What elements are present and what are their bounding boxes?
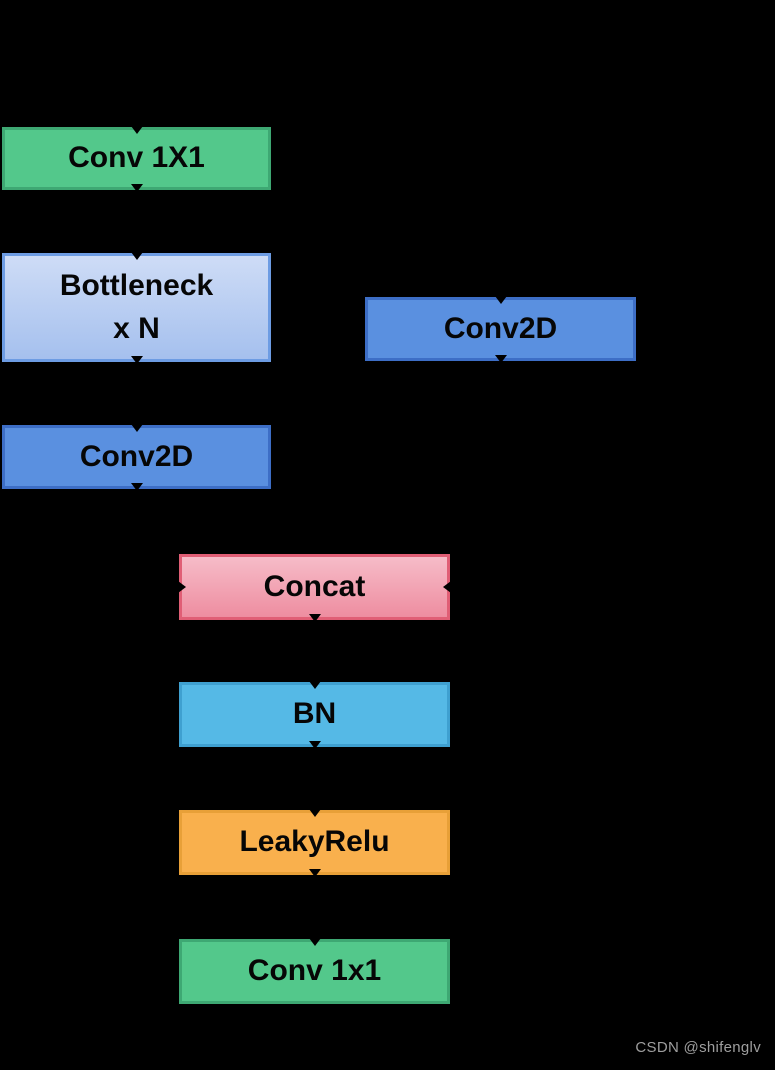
arrow-tip-icon bbox=[130, 126, 143, 134]
arrow-tip-icon bbox=[130, 252, 143, 260]
node-conv-1x1-top: Conv 1X1 bbox=[2, 126, 271, 192]
node-bn: BN bbox=[179, 681, 450, 749]
arrow-tip-icon bbox=[494, 355, 507, 363]
node-label: Conv2D bbox=[443, 311, 558, 345]
node-label: LeakyRelu bbox=[239, 825, 390, 859]
node-conv2d-right: Conv2D bbox=[365, 296, 636, 363]
arrow-tip-icon bbox=[308, 741, 321, 749]
node-leakyrelu: LeakyRelu bbox=[179, 809, 450, 877]
node-concat: Concat bbox=[178, 554, 451, 622]
arrow-tip-icon bbox=[494, 296, 507, 304]
node-conv-1x1-bottom: Conv 1x1 bbox=[179, 938, 450, 1004]
arrow-tip-icon bbox=[130, 483, 143, 491]
arrow-tip-icon bbox=[308, 681, 321, 689]
arrow-tip-icon bbox=[130, 184, 143, 192]
node-label: Bottleneck x N bbox=[59, 268, 214, 345]
arrow-tip-icon bbox=[308, 869, 321, 877]
node-label: BN bbox=[292, 697, 337, 731]
node-bottleneck: Bottleneck x N bbox=[2, 252, 271, 364]
node-label: Concat bbox=[263, 569, 366, 603]
arrow-tip-icon bbox=[130, 424, 143, 432]
arrow-tip-icon bbox=[308, 614, 321, 622]
arrow-tip-icon bbox=[308, 809, 321, 817]
node-label: Conv2D bbox=[79, 439, 194, 473]
watermark: CSDN @shifenglv bbox=[635, 1039, 761, 1056]
arrow-tip-icon bbox=[130, 356, 143, 364]
node-label: Conv 1x1 bbox=[247, 954, 382, 988]
arrow-tip-icon bbox=[443, 581, 451, 593]
node-conv2d-left: Conv2D bbox=[2, 424, 271, 491]
node-label: Conv 1X1 bbox=[68, 141, 205, 175]
arrow-tip-icon bbox=[178, 581, 186, 593]
arrow-tip-icon bbox=[308, 938, 321, 946]
